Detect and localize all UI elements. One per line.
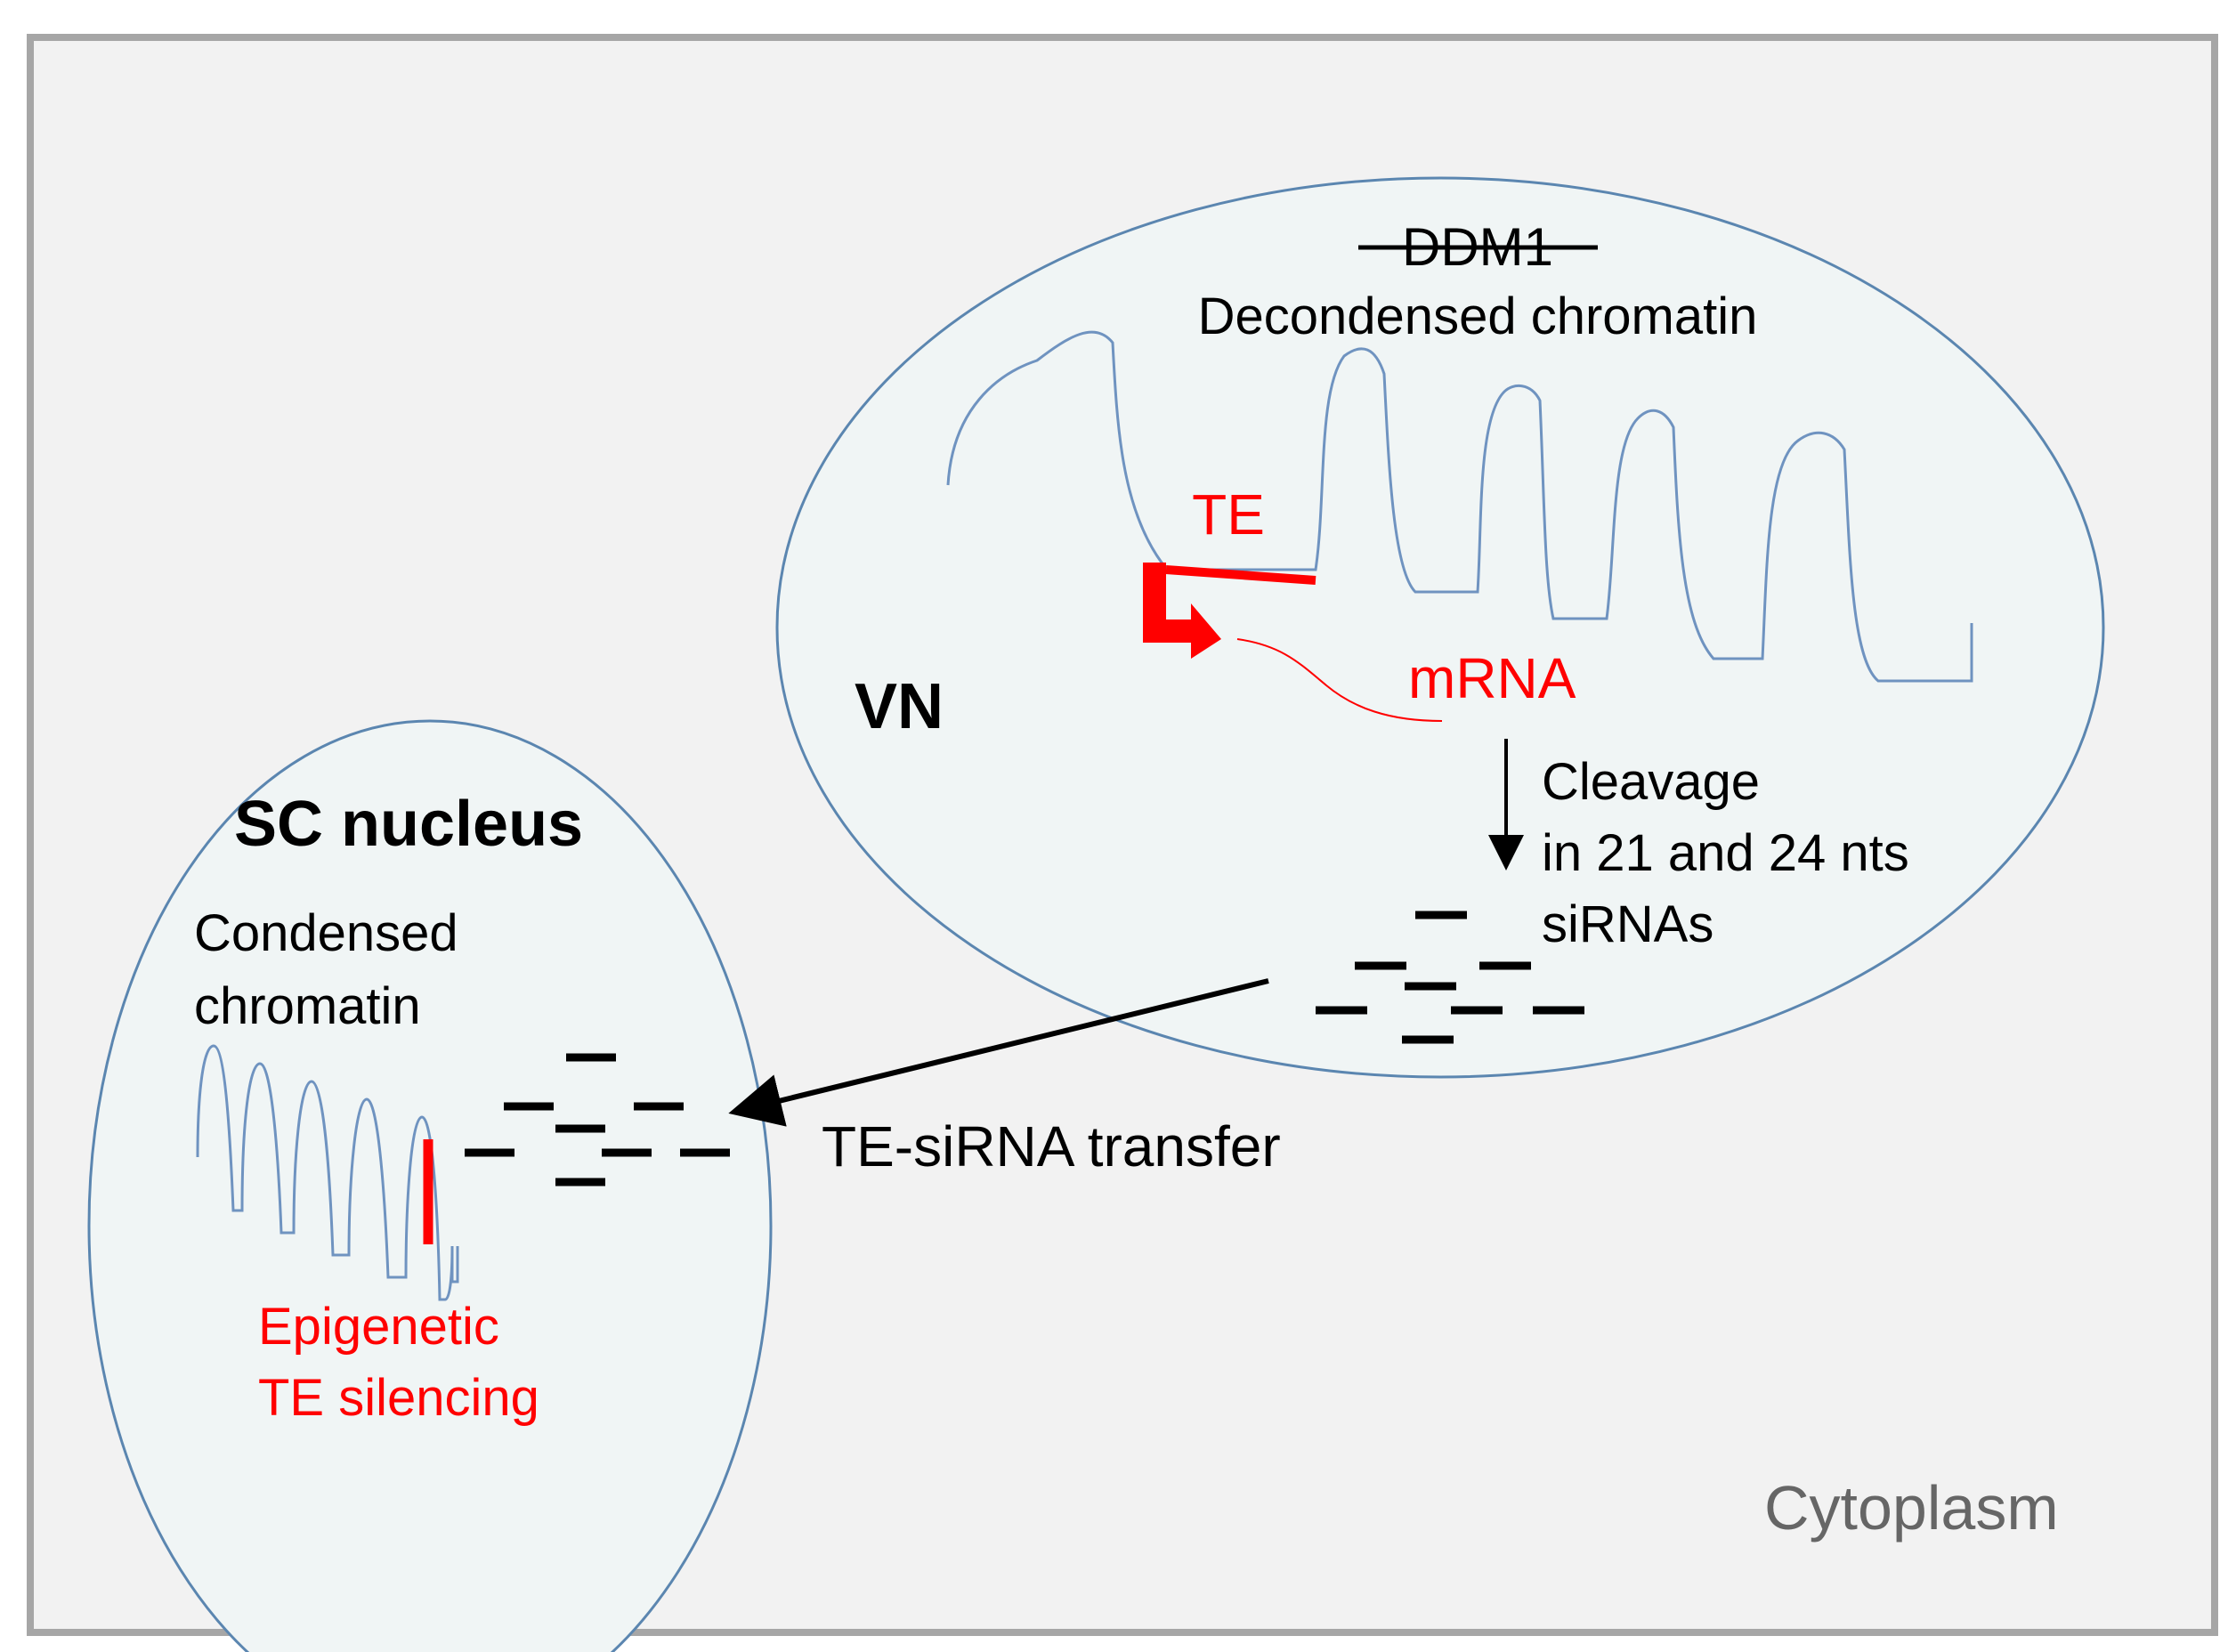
cleavage-text-line-2: in 21 and 24 nts bbox=[1542, 824, 1909, 882]
bent-arrow-icon bbox=[1143, 563, 1221, 659]
condensed-chromatin-strand bbox=[196, 1044, 459, 1301]
mrna-label: mRNA bbox=[1408, 646, 1576, 710]
epigenetic-silencing-line-2: TE silencing bbox=[258, 1369, 539, 1427]
cleavage-text-line-3: siRNAs bbox=[1542, 895, 1713, 953]
vn-sirna-cluster bbox=[1316, 911, 1584, 1044]
te-segment bbox=[1165, 565, 1316, 585]
vn-nucleus bbox=[775, 176, 2105, 1079]
arrow-left-icon bbox=[728, 978, 1269, 1127]
transfer-label: TE-siRNA transfer bbox=[822, 1114, 1281, 1178]
epigenetic-silencing-line-1: Epigenetic bbox=[258, 1298, 499, 1356]
te-label: TE bbox=[1192, 482, 1265, 547]
vn-label: VN bbox=[855, 671, 944, 742]
mrna-transcript bbox=[1236, 638, 1443, 722]
sc-nucleus-label: SC nucleus bbox=[234, 789, 583, 860]
cleavage-text-line-1: Cleavage bbox=[1542, 753, 1760, 811]
decondensed-chromatin-strand bbox=[946, 330, 1973, 683]
condensed-chromatin-line-1: Condensed bbox=[194, 904, 458, 962]
sc-sirna-cluster bbox=[465, 1053, 730, 1186]
condensed-chromatin-line-2: chromatin bbox=[194, 977, 421, 1035]
cytoplasm-label: Cytoplasm bbox=[1764, 1473, 2059, 1543]
decondensed-chromatin-label: Decondensed chromatin bbox=[1198, 287, 1758, 345]
